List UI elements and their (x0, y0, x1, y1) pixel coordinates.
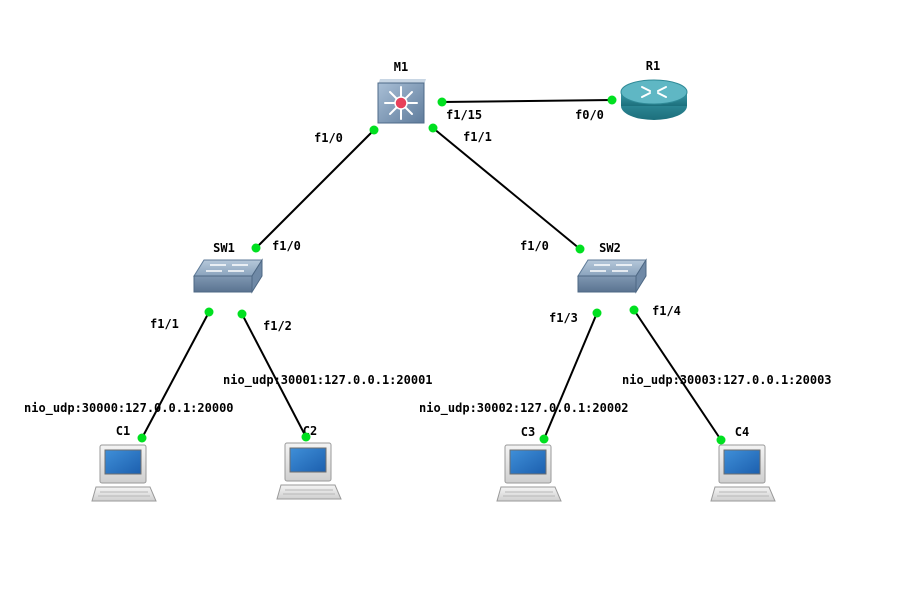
port-label: f1/0 (314, 131, 343, 145)
device-c3[interactable] (496, 444, 562, 502)
port-dot (428, 123, 438, 133)
port-dot (204, 307, 214, 317)
device-sw2[interactable] (577, 258, 647, 294)
nio-label-c1: nio_udp:30000:127.0.0.1:20000 (24, 401, 234, 416)
port-dot (575, 244, 585, 254)
port-label: f1/4 (652, 304, 681, 318)
port-label: f1/15 (446, 108, 482, 122)
link-sw2-c4[interactable] (633, 309, 722, 441)
switch-icon (193, 258, 263, 294)
port-label: f1/1 (150, 317, 179, 331)
nio-label-c2: nio_udp:30001:127.0.0.1:20001 (223, 373, 433, 388)
port-dot (301, 432, 311, 442)
router-icon (620, 79, 688, 120)
nio-label-c4: nio_udp:30003:127.0.0.1:20003 (622, 373, 832, 388)
device-label-sw2: SW2 (599, 241, 621, 255)
device-m1[interactable] (377, 79, 426, 124)
port-labels: f1/15 f0/0 f1/0 f1/1 f1/0 f1/0 f1/1 f1/2… (150, 108, 681, 333)
port-dot (607, 95, 617, 105)
device-r1[interactable] (620, 79, 688, 120)
port-label: f1/0 (520, 239, 549, 253)
computer-icon (710, 444, 776, 502)
computer-icon (496, 444, 562, 502)
link-m1-r1[interactable] (441, 99, 613, 103)
link-sw1-c2[interactable] (241, 313, 307, 438)
port-dot (251, 243, 261, 253)
computer-icon (91, 444, 157, 502)
port-dot (369, 125, 379, 135)
device-label-c4: C4 (735, 425, 749, 439)
port-dot (716, 435, 726, 445)
computer-icon (276, 442, 342, 500)
port-label: f1/3 (549, 311, 578, 325)
device-c4[interactable] (710, 444, 776, 502)
link-sw1-c1[interactable] (141, 311, 210, 439)
device-c2[interactable] (276, 442, 342, 500)
port-dot (137, 433, 147, 443)
port-label: f1/2 (263, 319, 292, 333)
port-dot (237, 309, 247, 319)
port-dot (539, 434, 549, 444)
device-label-sw1: SW1 (213, 241, 235, 255)
link-sw2-c3[interactable] (543, 312, 598, 440)
port-dot (437, 97, 447, 107)
port-dot (629, 305, 639, 315)
device-label-c3: C3 (521, 425, 535, 439)
device-label-r1: R1 (646, 59, 660, 73)
port-label: f1/0 (272, 239, 301, 253)
multilayer-switch-icon (377, 79, 426, 124)
device-label-m1: M1 (394, 60, 408, 74)
nio-labels: nio_udp:30000:127.0.0.1:20000 nio_udp:30… (24, 373, 832, 416)
port-dots (137, 95, 726, 445)
nio-label-c3: nio_udp:30002:127.0.0.1:20002 (419, 401, 629, 416)
link-m1-sw2[interactable] (432, 127, 581, 250)
port-label: f1/1 (463, 130, 492, 144)
links (141, 99, 722, 441)
device-label-c1: C1 (116, 424, 130, 438)
device-sw1[interactable] (193, 258, 263, 294)
switch-icon (577, 258, 647, 294)
port-dot (592, 308, 602, 318)
port-label: f0/0 (575, 108, 604, 122)
link-m1-sw1[interactable] (255, 129, 375, 249)
device-c1[interactable] (91, 444, 157, 502)
